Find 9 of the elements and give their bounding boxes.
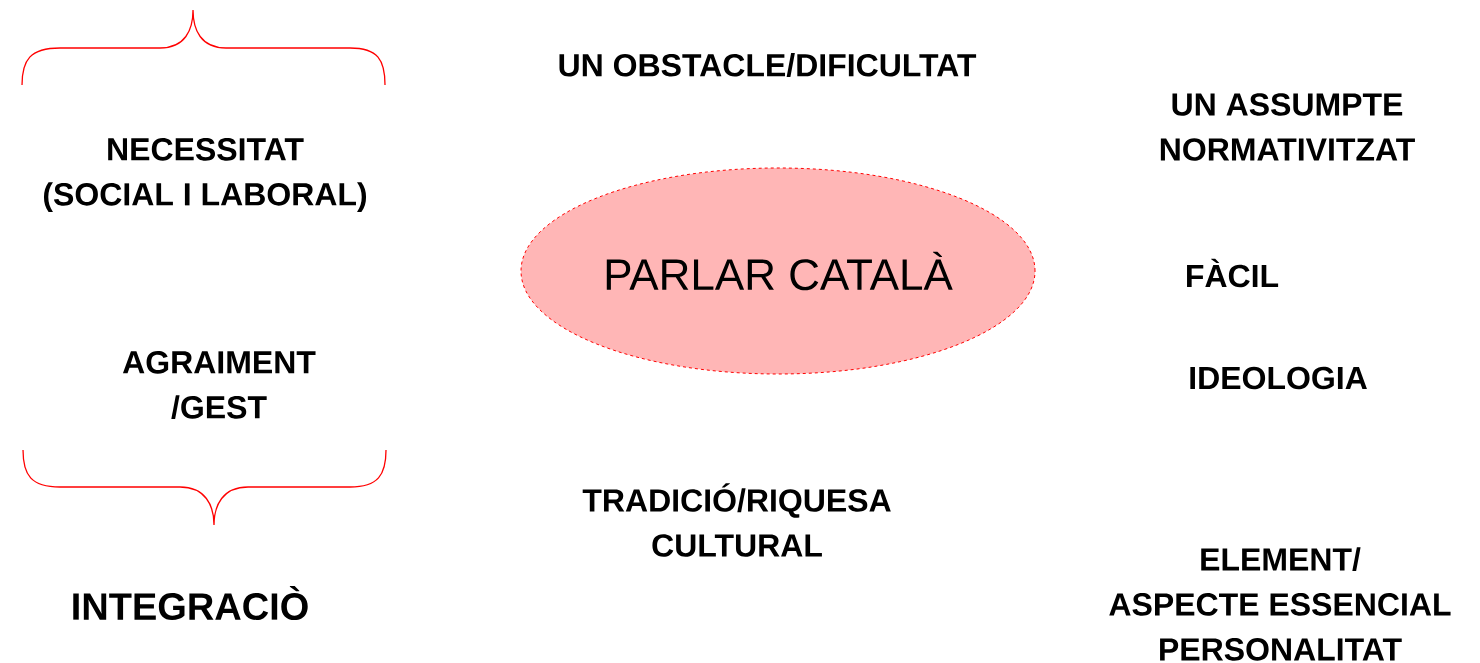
text-label: UN OBSTACLE/DIFICULTAT (559, 53, 977, 77)
text-label: UN ASSUMPTE NORMATIVITZAT (1160, 93, 1415, 161)
text-label: AGRAIMENT /GEST (122, 351, 316, 419)
text-label: IDEOLOGIA (1190, 366, 1367, 390)
text-label: ELEMENT/ ASPECTE ESSENCIAL PERSONALITAT (1109, 547, 1451, 661)
text-label: TRADICIÓ/RIQUESA CULTURAL (582, 483, 891, 557)
text-label: FÀCIL (1187, 258, 1279, 288)
text-label: INTEGRACIÒ (73, 585, 308, 620)
text-label: NECESSITAT (SOCIAL I LABORAL) (43, 138, 367, 212)
